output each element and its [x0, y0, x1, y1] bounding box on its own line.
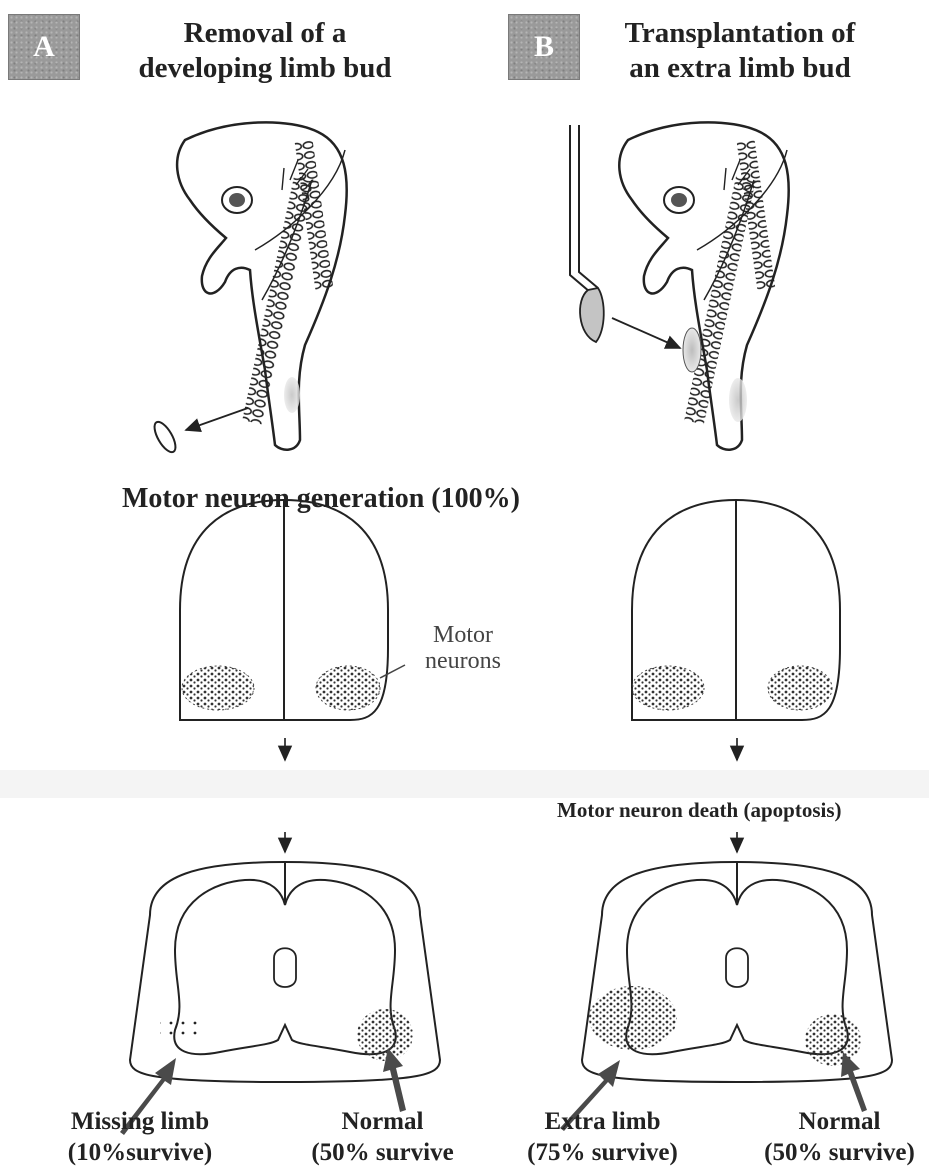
spinal-cord-b	[560, 862, 892, 1131]
motor-neurons-label: Motor neurons	[408, 622, 518, 674]
outcome-b-left: Extra limb (75% survive)	[510, 1106, 695, 1168]
neural-tube-a	[180, 500, 405, 720]
generation-label: Motor neuron generation (100%)	[122, 482, 520, 516]
motor-neurons-label-line2: neurons	[408, 648, 518, 674]
spinal-cord-a	[120, 862, 440, 1135]
outcome-b-left-line1: Extra limb	[510, 1106, 695, 1137]
embryo-a	[150, 122, 346, 455]
outcome-a-right-line1: Normal	[300, 1106, 465, 1137]
outcome-a-left: Missing limb (10%survive)	[40, 1106, 240, 1168]
outcome-a-right: Normal (50% survive	[300, 1106, 465, 1168]
motor-neurons-label-line1: Motor	[408, 622, 518, 648]
outcome-a-right-line2: (50% survive	[300, 1137, 465, 1168]
death-label: Motor neuron death (apoptosis)	[557, 797, 842, 823]
outcome-b-left-line2: (75% survive)	[510, 1137, 695, 1168]
outcome-b-right-line1: Normal	[752, 1106, 927, 1137]
outcome-a-left-line2: (10%survive)	[40, 1137, 240, 1168]
outcome-a-left-line1: Missing limb	[40, 1106, 240, 1137]
outcome-b-right-line2: (50% survive)	[752, 1137, 927, 1168]
neural-tube-b	[632, 500, 840, 720]
scan-smudge	[0, 770, 929, 798]
outcome-b-right: Normal (50% survive)	[752, 1106, 927, 1168]
embryo-b	[570, 122, 789, 449]
